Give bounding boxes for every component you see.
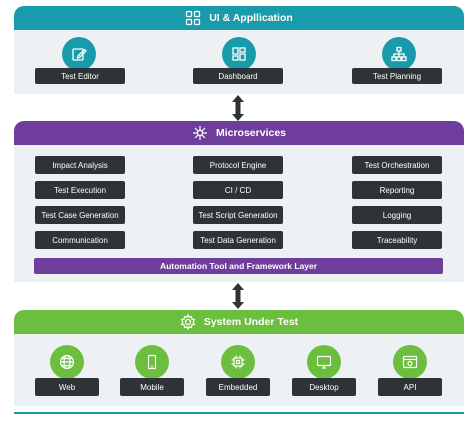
service-test-data-generation: Test Data Generation xyxy=(193,231,283,249)
service-traceability: Traceability xyxy=(352,231,442,249)
bottom-divider xyxy=(14,412,464,414)
service-ci-cd: CI / CD xyxy=(193,181,283,199)
service-logging: Logging xyxy=(352,206,442,224)
mobile-icon xyxy=(135,345,169,379)
sut-item-mobile: Mobile xyxy=(120,378,184,396)
service-communication: Communication xyxy=(35,231,125,249)
edit-icon xyxy=(62,37,96,71)
sut-layer-title: System Under Test xyxy=(203,316,299,328)
gear-icon xyxy=(180,314,196,330)
monitor-icon xyxy=(307,345,341,379)
service-reporting: Reporting xyxy=(352,181,442,199)
service-test-script-generation: Test Script Generation xyxy=(193,206,283,224)
ui-item-test-editor: Test Editor xyxy=(35,68,125,84)
dashboard-icon xyxy=(222,37,256,71)
grid-icon xyxy=(185,10,201,26)
sut-item-embedded: Embedded xyxy=(206,378,270,396)
sut-item-api: API xyxy=(378,378,442,396)
service-protocol-engine: Protocol Engine xyxy=(193,156,283,174)
bidirectional-arrow-icon xyxy=(231,283,245,314)
api-icon xyxy=(393,345,427,379)
hierarchy-icon xyxy=(382,37,416,71)
service-test-case-generation: Test Case Generation xyxy=(35,206,125,224)
network-icon xyxy=(192,125,208,141)
bidirectional-arrow-icon xyxy=(231,95,245,126)
ui-layer-title: UI & Appllication xyxy=(209,12,293,24)
chip-icon xyxy=(221,345,255,379)
ui-layer-header: UI & Appllication xyxy=(14,6,464,30)
service-test-orchestration: Test Orchestration xyxy=(352,156,442,174)
service-impact-analysis: Impact Analysis xyxy=(35,156,125,174)
microservices-layer-header: Microservices xyxy=(14,121,464,145)
globe-icon xyxy=(50,345,84,379)
sut-item-desktop: Desktop xyxy=(292,378,356,396)
ui-item-test-planning: Test Planning xyxy=(352,68,442,84)
service-test-execution: Test Execution xyxy=(35,181,125,199)
sut-item-web: Web xyxy=(35,378,99,396)
sut-layer-header: System Under Test xyxy=(14,310,464,334)
microservices-layer-title: Microservices xyxy=(215,127,287,139)
ui-item-dashboard: Dashboard xyxy=(193,68,283,84)
automation-layer-bar: Automation Tool and Framework Layer xyxy=(34,258,443,274)
